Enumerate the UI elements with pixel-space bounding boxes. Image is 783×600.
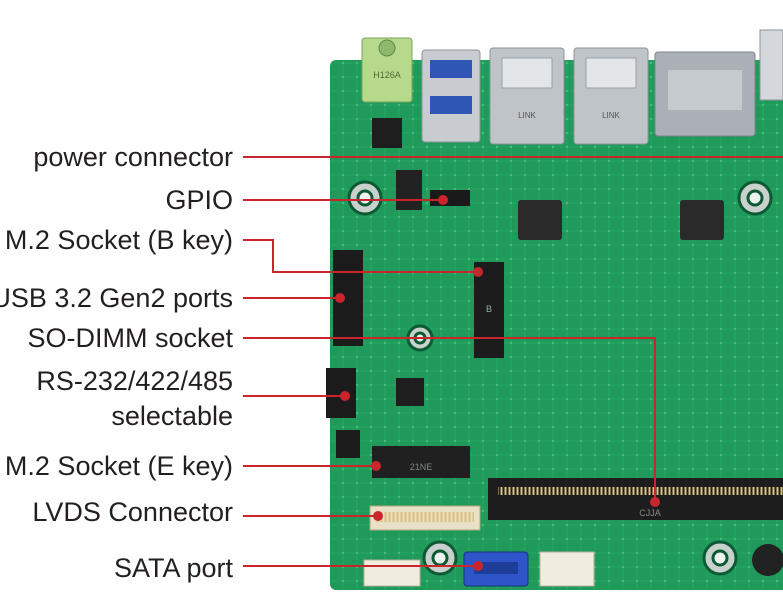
callout-m2b [243, 239, 478, 273]
label-power-connector: power connector [33, 142, 233, 172]
callout-sodimm [243, 337, 656, 502]
m2-e-socket [372, 446, 470, 478]
m2b-silk: B [486, 304, 492, 314]
chip [680, 200, 724, 240]
callout-lines [243, 156, 783, 567]
dimm-silk: CJJA [639, 508, 661, 518]
audio-jack [361, 37, 413, 103]
m2e-silk: 21NE [410, 462, 433, 472]
sodimm-socket [488, 478, 783, 520]
gpio-header [396, 170, 470, 210]
m2-b-socket [474, 262, 504, 358]
label-gpio: GPIO [165, 185, 233, 215]
label-rs232: RS-232/422/485 [36, 366, 233, 396]
label-rs232-selectable: selectable [111, 401, 233, 431]
label-sata: SATA port [113, 553, 233, 583]
chip [396, 378, 424, 406]
chip [372, 118, 402, 148]
label-m2-b-key: M.2 Socket (B key) [4, 225, 233, 255]
callout-dots [335, 195, 660, 571]
label-sodimm: SO-DIMM socket [27, 323, 233, 353]
power-jack [759, 29, 783, 101]
rj45-2-label: LINK [602, 111, 620, 120]
label-m2-e-key: M.2 Socket (E key) [4, 451, 233, 481]
rj45-1-label: LINK [518, 111, 536, 120]
chip [518, 200, 562, 240]
label-usb-ports: USB 3.2 Gen2 ports [0, 283, 233, 313]
jack-label: H126A [373, 70, 401, 80]
label-lvds: LVDS Connector [32, 497, 233, 527]
